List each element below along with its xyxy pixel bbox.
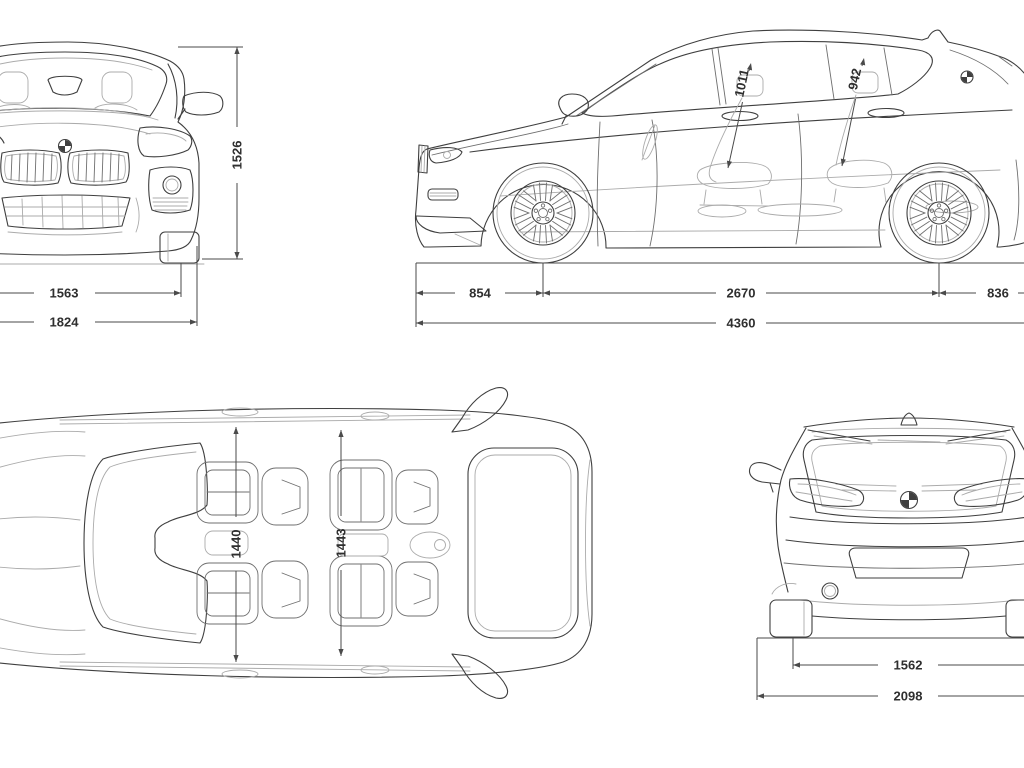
- side-front-end-details: [415, 144, 487, 246]
- side-body-outline: [414, 29, 1024, 249]
- front-headrests: [0, 71, 138, 111]
- front-headlight-left: [0, 136, 5, 144]
- front-width-label: 1824: [50, 315, 80, 330]
- dim-rear-widths: 1562 2098: [756, 637, 1024, 704]
- rear-license-recess: [848, 547, 970, 579]
- top-windshield: [83, 442, 208, 644]
- cabin-width-rear-label: 1443: [334, 529, 349, 558]
- rear-overhang-label: 836: [987, 286, 1009, 301]
- rear-mirror-left: [748, 462, 782, 493]
- side-view: 1011 942 854 2670: [414, 29, 1024, 331]
- dim-front-width: 1824: [0, 246, 198, 330]
- top-door-handles: [221, 407, 390, 679]
- front-height-label: 1526: [230, 141, 245, 170]
- front-headlight-right: [137, 126, 193, 158]
- dim-front-overhang: 854: [416, 286, 543, 301]
- front-track-label: 1563: [50, 286, 79, 301]
- top-rear-window: [467, 447, 579, 639]
- front-air-intake: [1, 194, 131, 230]
- top-rear-seats: [329, 459, 451, 627]
- side-door-handle-rear: [867, 107, 905, 119]
- dim-cabin-width-front: 1440: [229, 427, 244, 662]
- top-view: 1440 1443: [0, 387, 593, 699]
- rear-width-mirrors-label: 2098: [894, 689, 923, 704]
- dim-overall-length: 4360: [416, 316, 1024, 331]
- bmw-logo-icon: [960, 70, 974, 84]
- dim-headroom-front: 1011: [726, 63, 753, 169]
- top-mirror-lower: [451, 653, 509, 699]
- dim-rear-track: 1562: [793, 658, 1024, 673]
- overall-length-label: 4360: [727, 316, 756, 331]
- dim-cabin-width-rear: 1443: [334, 430, 349, 656]
- rearview-mirror: [47, 75, 83, 96]
- side-front-wheel: [493, 163, 593, 263]
- rear-wheels: [769, 583, 1024, 638]
- cabin-width-front-label: 1440: [229, 530, 244, 559]
- bmw-logo-icon: [57, 138, 73, 154]
- headroom-front-label: 1011: [731, 68, 752, 99]
- wheelbase-label: 2670: [727, 286, 756, 301]
- side-mirror: [558, 93, 589, 125]
- dim-rear-overhang: 836: [939, 286, 1024, 301]
- front-foglight-right: [148, 166, 194, 214]
- top-front-seats: [196, 461, 309, 625]
- top-mirror-upper: [451, 387, 509, 433]
- dim-front-height: 1526: [178, 46, 245, 260]
- rear-body-side-left: [775, 427, 807, 593]
- side-rear-wheel: [889, 163, 989, 263]
- rear-taillight-left: [788, 478, 865, 507]
- side-interior-seats: [641, 71, 893, 207]
- dim-rear-width-mirrors: 2098: [757, 689, 1024, 704]
- rear-exhaust: [821, 582, 839, 600]
- dim-front-track: 1563: [0, 263, 182, 301]
- rear-track-label: 1562: [894, 658, 923, 673]
- front-windshield: [0, 51, 168, 117]
- rear-roof: [803, 417, 1015, 428]
- rear-antenna-fin: [900, 412, 918, 426]
- rear-window: [802, 434, 1016, 519]
- front-body-outline: [0, 41, 200, 256]
- bmw-logo-icon: [899, 490, 919, 510]
- top-body-outline: [0, 407, 593, 679]
- dim-side-lengths: 854 2670 836 4360: [415, 262, 1024, 331]
- front-mirror-right: [177, 91, 224, 120]
- side-window-band: [581, 40, 933, 117]
- dim-headroom-rear: 942: [840, 58, 866, 167]
- rear-taillight-right: [953, 478, 1024, 507]
- dim-wheelbase: 2670: [543, 286, 939, 301]
- side-sill-shadows: [697, 200, 979, 218]
- rear-view: 1562 2098: [748, 412, 1024, 704]
- front-overhang-label: 854: [469, 286, 491, 301]
- rear-body-side-right: [1011, 427, 1024, 451]
- front-view: 1526 1563 1824: [0, 41, 245, 330]
- kidney-grille: [0, 149, 130, 186]
- front-wheels: [159, 231, 200, 264]
- headroom-rear-label: 942: [845, 67, 864, 91]
